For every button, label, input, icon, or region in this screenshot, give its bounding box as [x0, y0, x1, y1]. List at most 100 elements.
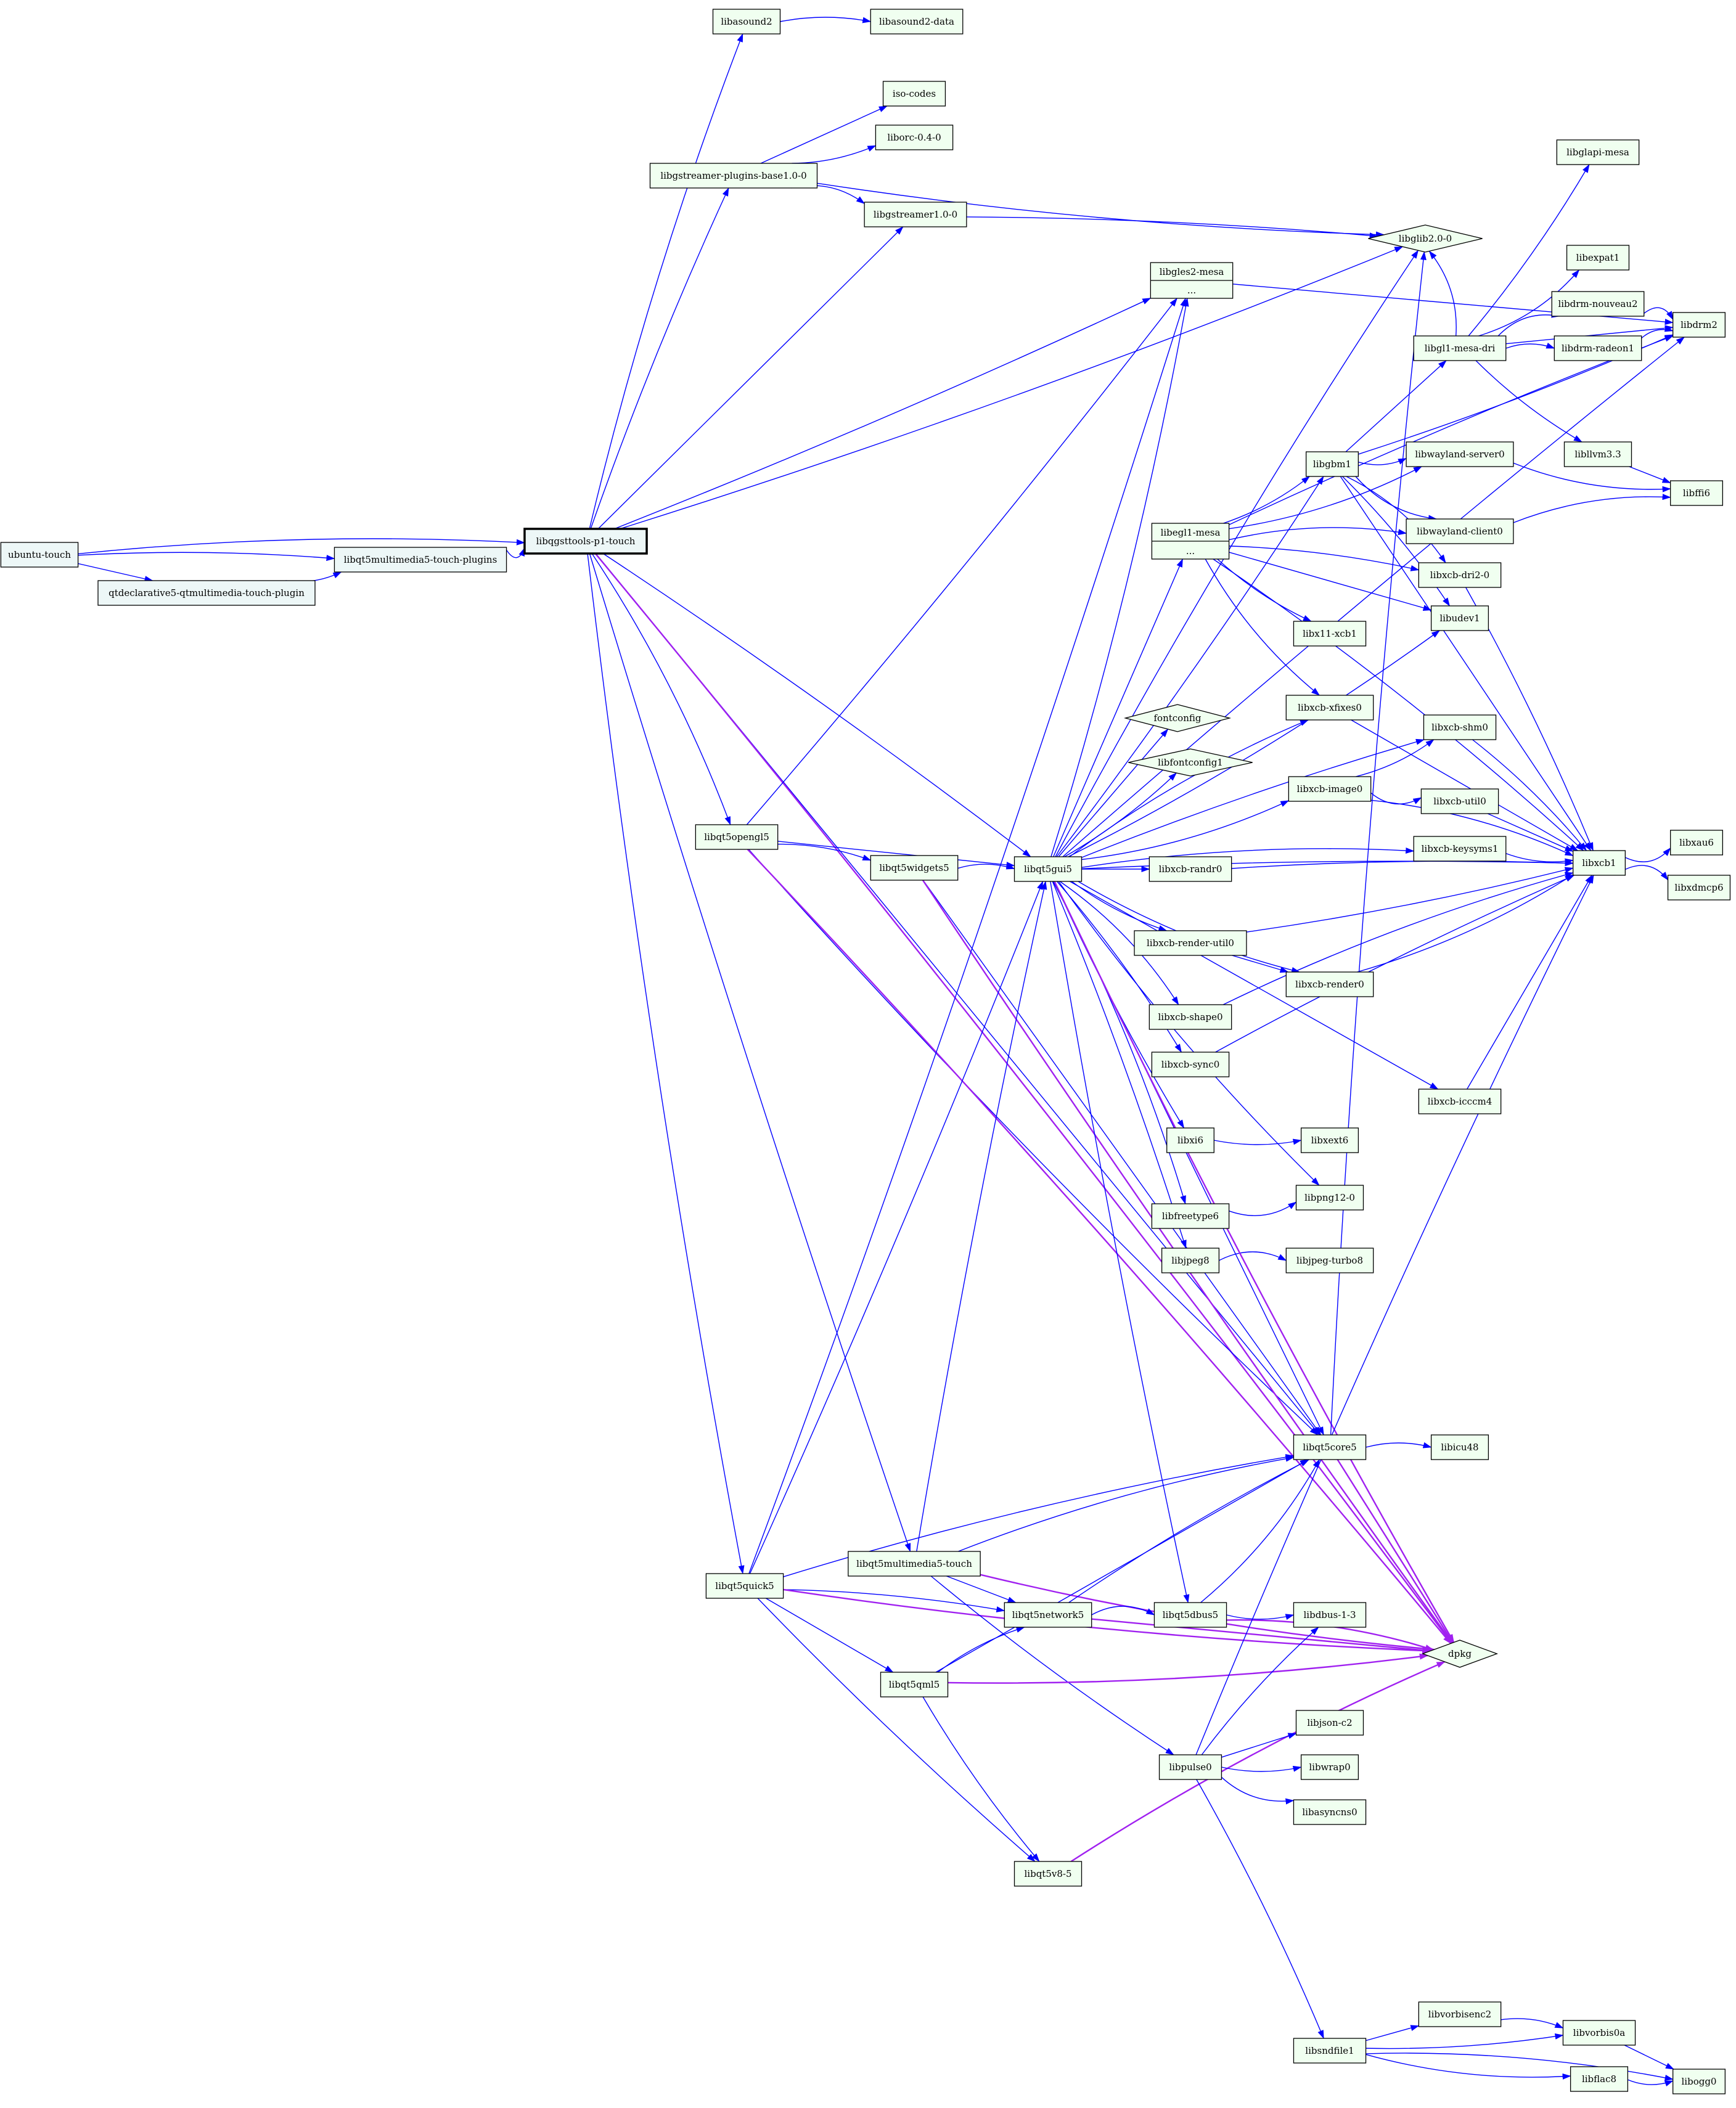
node-label: libxcb-shape0: [1158, 1011, 1222, 1023]
node-shape: [870, 855, 959, 881]
edge-libqt5opengl5-to-dpkg: [747, 849, 1452, 1644]
node-label: libxcb-render-util0: [1147, 938, 1234, 949]
edge-layer: [78, 17, 1685, 2087]
node-libfontconfig1: libfontconfig1: [1128, 748, 1253, 777]
node-libxcb-image0: libxcb-image0: [1288, 776, 1372, 802]
edge-libqt5gui5-to-fontconfig: [1058, 729, 1169, 857]
node-shape: [1153, 1602, 1227, 1628]
edge-libsndfile1-to-libogg0: [1365, 2053, 1674, 2081]
node-shape: [1134, 930, 1247, 956]
edge-libqt5gui5-to-libxcb-image0: [1081, 800, 1290, 860]
node-label: libvorbis0a: [1573, 2027, 1626, 2038]
edge-libqt5quick5-to-libqt5v8-5: [757, 1598, 1036, 1862]
edge-libdrm-nouveau2-to-libdrm2: [1644, 307, 1674, 321]
node-label: libqt5dbus5: [1163, 1609, 1218, 1620]
node-libegl1-mesa: libegl1-mesa...: [1151, 523, 1230, 560]
node-label: libpng12-0: [1304, 1192, 1355, 1203]
node-libxcb-xfixes0: libxcb-xfixes0: [1285, 695, 1374, 721]
edge-libxcb-util0-to-libxcb1: [1487, 813, 1574, 852]
node-shape: [1406, 518, 1514, 544]
node-libxcb1: libxcb1: [1572, 850, 1626, 876]
node-libqt5dbus5: libqt5dbus5: [1153, 1602, 1227, 1628]
edge-libpulse0-to-libsndfile1: [1196, 1779, 1324, 2039]
edge-libqt5quick5-to-libgles2-mesa: [748, 298, 1186, 1574]
node-libgl1-mesa-dri: libgl1-mesa-dri: [1413, 335, 1507, 361]
node-libxi6: libxi6: [1166, 1127, 1214, 1153]
node-libllvm3.3: libllvm3.3: [1563, 441, 1632, 467]
node-shape: [1285, 1248, 1374, 1273]
node-shape: [1151, 1052, 1230, 1077]
node-label: libxcb-dri2-0: [1430, 570, 1489, 581]
node-shape: [1418, 2001, 1502, 2027]
node-label: libqt5qml5: [889, 1679, 940, 1690]
node-libasyncns0: libasyncns0: [1293, 1799, 1367, 1825]
edge-libxcb-image0-to-libxcb1: [1370, 799, 1574, 857]
edge-libxcb-image0-to-libxcb-shm0: [1356, 739, 1435, 777]
node-shape: [1293, 2038, 1367, 2064]
edge-libqt5gui5-to-libdrm2: [1062, 337, 1685, 857]
node-label: libxcb-keysyms1: [1422, 843, 1499, 854]
edge-libsndfile1-to-libflac8: [1365, 2054, 1571, 2080]
edge-libqt5opengl5-to-libgles2-mesa: [746, 298, 1177, 825]
node-shape: [1406, 441, 1514, 467]
node-label: liborc-0.4-0: [887, 132, 941, 143]
node-libxcb-util0: libxcb-util0: [1420, 788, 1499, 814]
node-label: libudev1: [1439, 613, 1480, 624]
node-shape: [1148, 856, 1232, 882]
node-label: libqt5opengl5: [704, 831, 769, 843]
node-libgles2-mesa: libgles2-mesa...: [1150, 262, 1234, 299]
edge-libxcb-sync0-to-libxcb1: [1215, 875, 1575, 1053]
node-libudev1: libudev1: [1430, 605, 1489, 631]
node-libdrm-nouveau2: libdrm-nouveau2: [1551, 291, 1645, 317]
node-label: libqt5multimedia5-touch: [856, 1558, 972, 1569]
edge-libpulse0-to-libdbus-1-3: [1201, 1627, 1319, 1755]
edge-libegl1-mesa-to-libxcb-dri2-0: [1229, 545, 1420, 571]
edge-libqt5gui5-to-libqt5dbus5: [1050, 881, 1190, 1603]
node-libxcb-render-util0: libxcb-render-util0: [1134, 930, 1247, 956]
node-libflac8: libflac8: [1570, 2066, 1629, 2092]
edge-ubuntu-touch-to-libqgsttools-p1-touch: [78, 538, 525, 555]
edge-libgbm1-to-libudev1: [1342, 476, 1451, 607]
node-shape: [1128, 748, 1253, 777]
edge-libqt5multimedia5-touch-to-libqt5gui5: [916, 881, 1047, 1552]
node-label: qtdeclarative5-qtmultimedia-touch-plugin: [108, 587, 305, 598]
node-fontconfig: fontconfig: [1123, 704, 1232, 732]
node-label: libpulse0: [1169, 1762, 1211, 1773]
node-libxdmcp6: libxdmcp6: [1667, 875, 1731, 901]
edge-libqt5quick5-to-dpkg: [783, 1588, 1431, 1654]
node-shape: [1669, 830, 1723, 856]
edge-libsndfile1-to-libvorbisenc2: [1365, 2025, 1420, 2041]
node-libxcb-shm0: libxcb-shm0: [1423, 714, 1497, 740]
node-shape: [1293, 1434, 1367, 1460]
node-shape: [705, 1573, 784, 1599]
node-shape: [1295, 1185, 1364, 1211]
node-libqt5qml5: libqt5qml5: [880, 1672, 949, 1697]
node-label: libwayland-server0: [1415, 449, 1504, 460]
node-libogg0: libogg0: [1672, 2069, 1726, 2094]
edge-libqt5opengl5-to-libqt5core5: [748, 849, 1319, 1436]
node-label: libwrap0: [1309, 1762, 1350, 1773]
edge-libxcb1-to-libxau6: [1625, 848, 1671, 862]
edge-libqgsttools-p1-touch-to-libqt5quick5: [587, 553, 745, 1574]
node-label: libasound2: [721, 16, 772, 27]
node-shape: [1413, 335, 1507, 361]
node-libqt5widgets5: libqt5widgets5: [870, 855, 959, 881]
node-shape: [334, 547, 507, 573]
edge-libqt5widgets5-to-libqt5core5: [922, 880, 1322, 1436]
edge-libqt5opengl5-to-libqt5widgets5: [777, 843, 872, 861]
edge-libgbm1-to-libwayland-server0: [1358, 458, 1407, 465]
node-shape: [649, 163, 818, 189]
edge-libqgsttools-p1-touch-to-libqt5multimedia5-touch: [589, 553, 911, 1552]
edge-libqgsttools-p1-touch-to-dpkg: [594, 553, 1452, 1644]
node-shape: [880, 1672, 949, 1697]
edge-libqt5gui5-to-libxcb-keysyms1: [1081, 847, 1415, 868]
node-libglib2.0-0: libglib2.0-0: [1368, 224, 1483, 253]
node-libx11-xcb1: libx11-xcb1: [1293, 621, 1367, 647]
edge-libqt5dbus5-to-libqt5core5: [1200, 1459, 1320, 1603]
edge-libegl1-mesa-to-libgbm1: [1223, 476, 1310, 524]
node-label: libfreetype6: [1162, 1211, 1219, 1222]
edge-libgles2-mesa-to-libdrm2: [1232, 284, 1674, 325]
node-shape: [1669, 480, 1723, 506]
edge-libqt5gui5-to-libxcb-render-util0: [1071, 881, 1168, 931]
